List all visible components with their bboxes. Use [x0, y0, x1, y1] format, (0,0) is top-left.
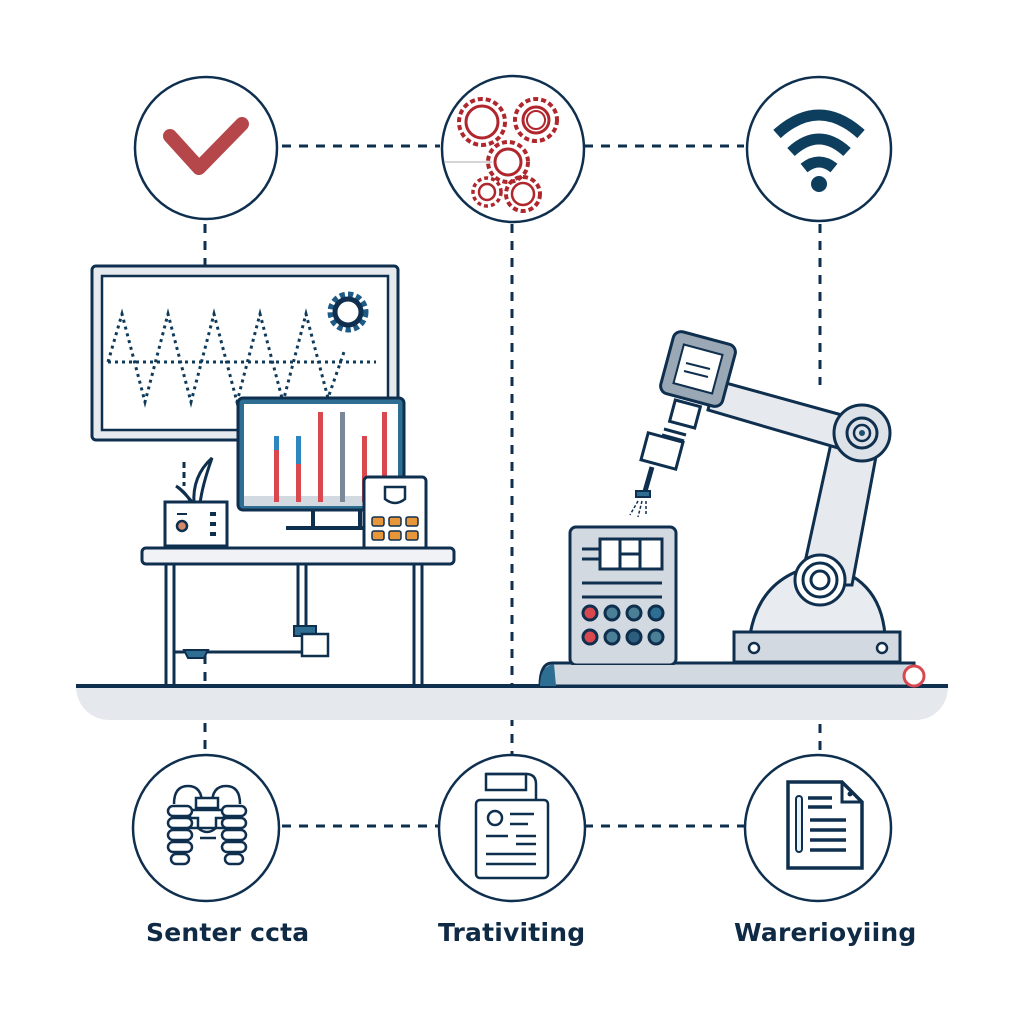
node-reporting[interactable] — [742, 752, 894, 904]
node-verification[interactable] — [132, 74, 280, 222]
node-tracking[interactable] — [436, 752, 588, 904]
checkmark-icon — [133, 75, 279, 221]
plant-pot — [162, 456, 230, 548]
report-document-icon — [743, 753, 893, 903]
label-tracking: Trativiting — [438, 918, 586, 947]
conveyor-base — [534, 630, 934, 688]
gear-icon — [327, 291, 369, 333]
label-reporting: Warerioyiing — [734, 918, 917, 947]
label-sensor-data: Senter ccta — [146, 918, 310, 947]
robotic-arm — [620, 325, 910, 665]
sensor-module-icon — [131, 753, 281, 903]
node-connectivity[interactable] — [744, 74, 894, 224]
clipboard-document-icon — [437, 753, 587, 903]
node-sensor-data[interactable] — [130, 752, 282, 904]
control-keypad — [362, 475, 428, 550]
desk — [140, 544, 460, 688]
wifi-icon — [745, 75, 893, 223]
node-processing[interactable] — [440, 74, 586, 224]
control-cabinet — [568, 525, 678, 665]
gears-icon — [440, 74, 586, 224]
